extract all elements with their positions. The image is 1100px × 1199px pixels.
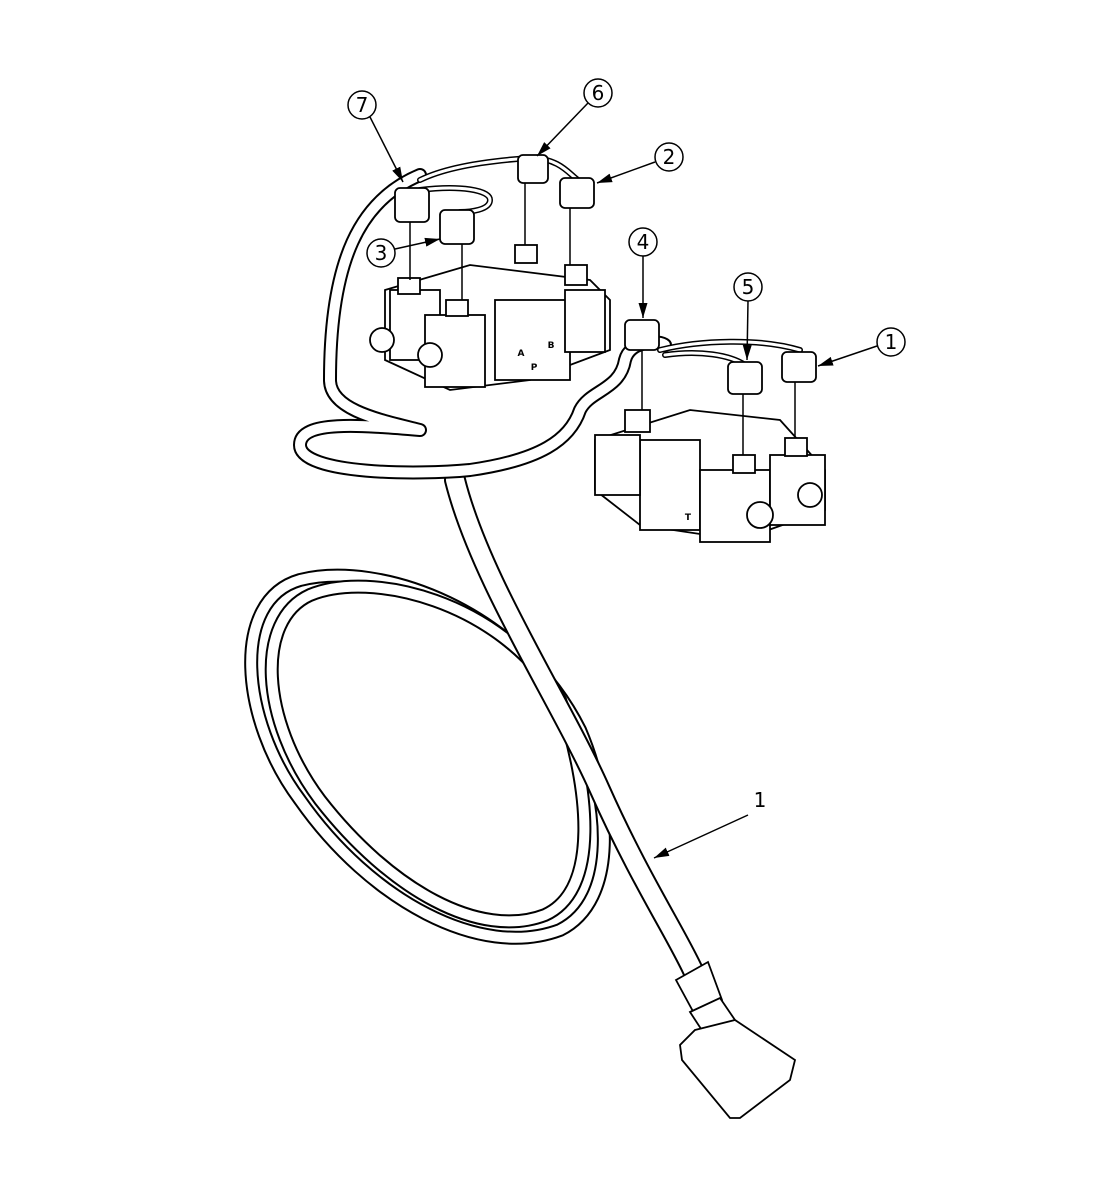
svg-text:5: 5 xyxy=(742,275,755,299)
callout-3: 3 xyxy=(366,237,441,268)
svg-text:1: 1 xyxy=(754,788,767,812)
svg-text:2: 2 xyxy=(663,145,676,169)
cap-connectors xyxy=(394,154,817,455)
svg-text:6: 6 xyxy=(592,81,605,105)
cable-coil xyxy=(244,568,611,945)
port-label-b: B xyxy=(548,341,555,351)
part-label-1: 1 xyxy=(653,788,767,859)
svg-text:7: 7 xyxy=(356,93,369,117)
callout-7: 7 xyxy=(347,90,404,183)
port-label-p: P xyxy=(531,363,538,373)
svg-text:3: 3 xyxy=(375,241,388,265)
callout-6: 6 xyxy=(536,78,613,157)
plug-connector xyxy=(674,960,797,1119)
svg-text:1: 1 xyxy=(885,330,898,354)
callout-1-circle: 1 xyxy=(817,327,906,367)
callout-5: 5 xyxy=(733,272,763,361)
port-label-t: T xyxy=(685,513,692,523)
callout-4: 4 xyxy=(628,227,658,318)
callout-2: 2 xyxy=(596,142,684,184)
main-cable xyxy=(293,168,706,986)
port-label-a: A xyxy=(518,349,525,359)
valve-bank-left: A B P xyxy=(369,244,611,391)
svg-text:4: 4 xyxy=(637,230,650,254)
valve-bank-right: T xyxy=(594,409,826,543)
